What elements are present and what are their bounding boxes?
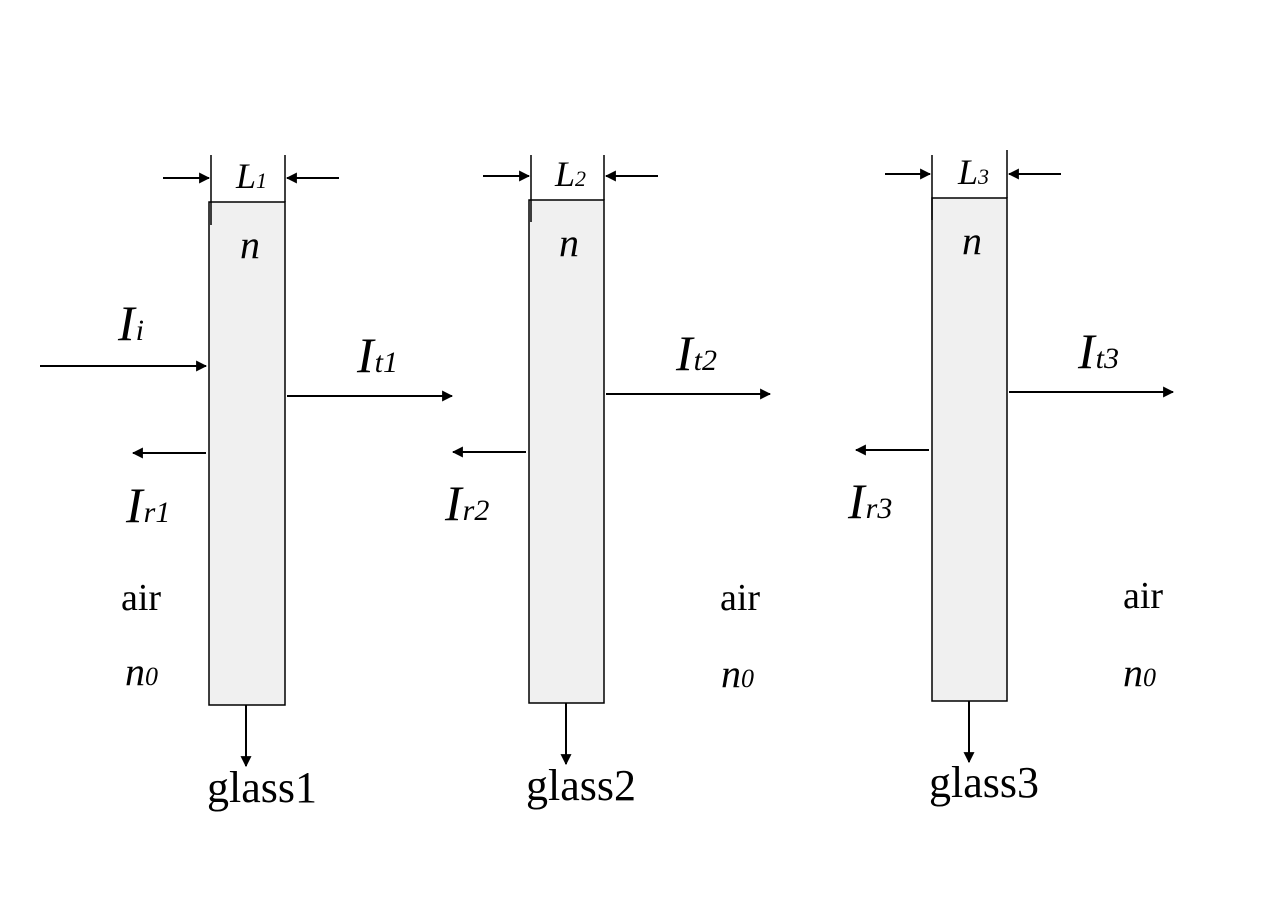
glass2-thickness-label: L2: [554, 154, 586, 194]
glass2-transmitted-label: It2: [675, 325, 717, 381]
glass1-reflected-label: Ir1: [125, 477, 170, 533]
glass1-name-label: glass1: [207, 763, 317, 812]
glass3-medium-label: air: [1123, 575, 1163, 617]
glass3-thickness-label: L3: [957, 152, 989, 192]
glass3-slab: [931, 197, 1008, 702]
glass3-index-label: n: [962, 218, 982, 263]
glass1-slab: [208, 201, 286, 706]
slab-glass2: L2 n It2 Ir2 air n0 glass2: [444, 154, 772, 810]
glass2-index-label: n: [559, 220, 579, 265]
glass3-medium-index: n0: [1123, 650, 1156, 695]
glass2-medium-label: air: [720, 577, 760, 619]
slab-glass1: L1 n It1 Ir1 air n0 glass1: [121, 155, 454, 812]
slab-glass3: L3 n It3 Ir3 air n0 glass3: [847, 150, 1175, 807]
glass1-thickness-label: L1: [235, 156, 267, 196]
glass1-medium-index: n0: [125, 649, 158, 694]
glass3-transmitted-label: It3: [1077, 323, 1119, 379]
incident-beam: Ii: [40, 295, 208, 372]
glass3-reflected-label: Ir3: [847, 473, 892, 529]
glass1-medium-label: air: [121, 577, 161, 619]
glass1-transmitted-label: It1: [356, 327, 398, 383]
glass2-medium-index: n0: [721, 651, 754, 696]
glass2-name-label: glass2: [526, 761, 636, 810]
glass1-index-label: n: [240, 222, 260, 267]
incident-label: Ii: [117, 295, 144, 351]
glass2-slab: [528, 199, 605, 704]
glass2-reflected-label: Ir2: [444, 475, 489, 531]
glass3-name-label: glass3: [929, 758, 1039, 807]
